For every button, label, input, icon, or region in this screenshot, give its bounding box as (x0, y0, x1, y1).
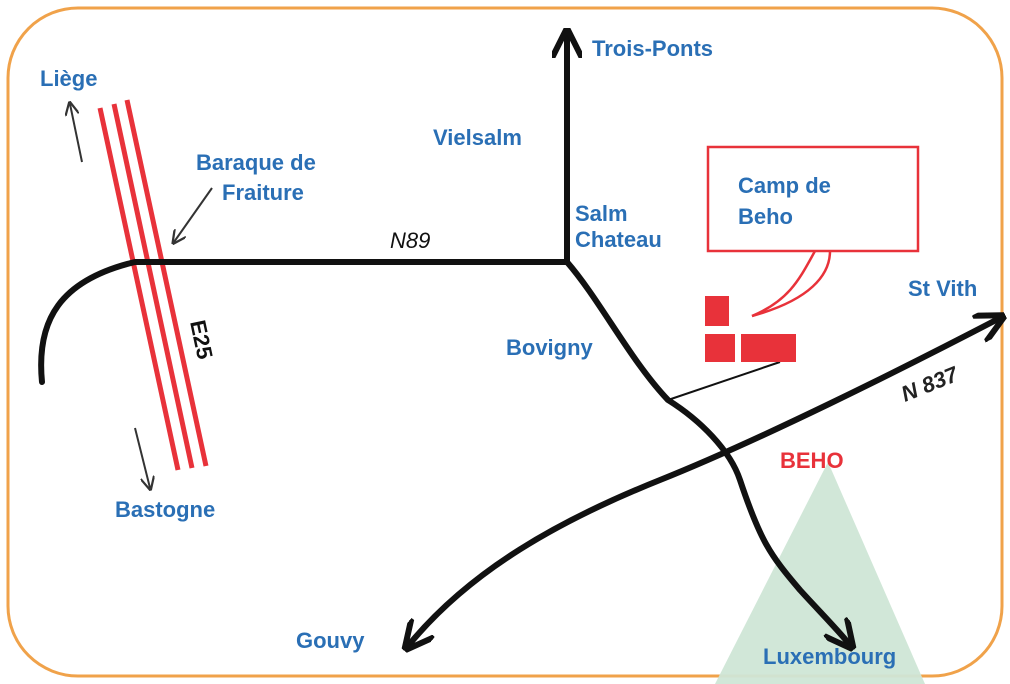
arrow-icon (134, 427, 150, 488)
place-label-baraque-1: Baraque de (196, 150, 316, 175)
place-label-liege: Liège (40, 66, 97, 91)
arrow-icon (174, 187, 213, 242)
place-label-st-vith: St Vith (908, 276, 977, 301)
callout-title-2: Beho (738, 204, 793, 229)
place-label-salm-1: Salm (575, 201, 628, 226)
place-label-gouvy: Gouvy (296, 628, 365, 653)
e25-highway (97, 99, 209, 471)
speech-callout-icon (706, 145, 920, 318)
arrow-icon (70, 104, 83, 163)
place-label-salm-2: Chateau (575, 227, 662, 252)
place-label-bovigny: Bovigny (506, 335, 594, 360)
callout-title-1: Camp de (738, 173, 831, 198)
camp-access-road (667, 361, 781, 401)
road-label-n89: N89 (390, 228, 430, 253)
west-road (38, 259, 138, 385)
place-label-baraque-2: Fraiture (222, 180, 304, 205)
camp-building-icon (705, 296, 796, 362)
place-label-bastogne: Bastogne (115, 497, 215, 522)
n837-road (408, 318, 1000, 646)
place-label-luxembourg: Luxembourg (763, 644, 896, 669)
place-label-trois-ponts: Trois-Ponts (592, 36, 713, 61)
place-label-vielsalm: Vielsalm (433, 125, 522, 150)
place-label-beho: BEHO (780, 448, 844, 473)
